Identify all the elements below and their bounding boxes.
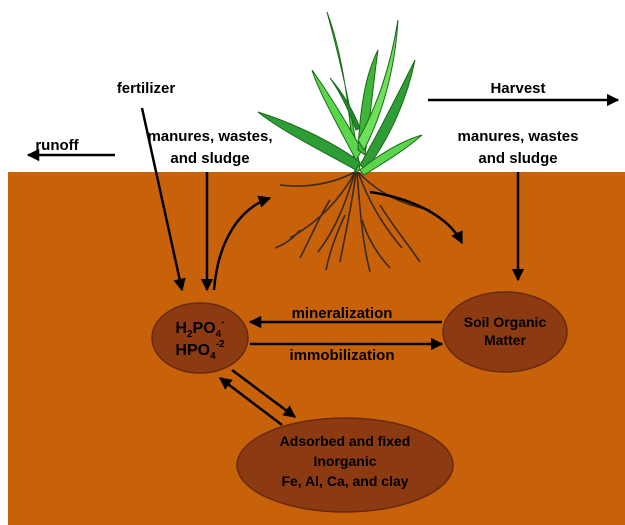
soil-organic-matter-pool: Soil Organic Matter bbox=[443, 292, 567, 372]
harvest-label: Harvest bbox=[490, 80, 545, 97]
manures-right-label-line2: and sludge bbox=[478, 150, 557, 167]
manures-left-label-line1: manures, wastes, bbox=[147, 128, 272, 145]
adsorbed-pool: Adsorbed and fixed Inorganic Fe, Al, Ca,… bbox=[237, 418, 453, 512]
adsorbed-label-line3: Fe, Al, Ca, and clay bbox=[281, 473, 408, 489]
leaves bbox=[258, 12, 422, 175]
runoff-label: runoff bbox=[35, 137, 79, 154]
som-label-line1: Soil Organic bbox=[464, 314, 547, 330]
immobilization-label: immobilization bbox=[290, 347, 395, 364]
som-label-line2: Matter bbox=[484, 332, 527, 348]
adsorbed-label-line1: Adsorbed and fixed bbox=[280, 433, 411, 449]
manures-right-label-line1: manures, wastes bbox=[458, 128, 579, 145]
fertilizer-label: fertilizer bbox=[117, 80, 176, 97]
manures-left-label-line2: and sludge bbox=[170, 150, 249, 167]
mineralization-label: mineralization bbox=[292, 305, 393, 322]
phosphate-pool: H2PO4- HPO4-2 bbox=[152, 303, 248, 373]
adsorbed-label-line2: Inorganic bbox=[313, 453, 376, 469]
